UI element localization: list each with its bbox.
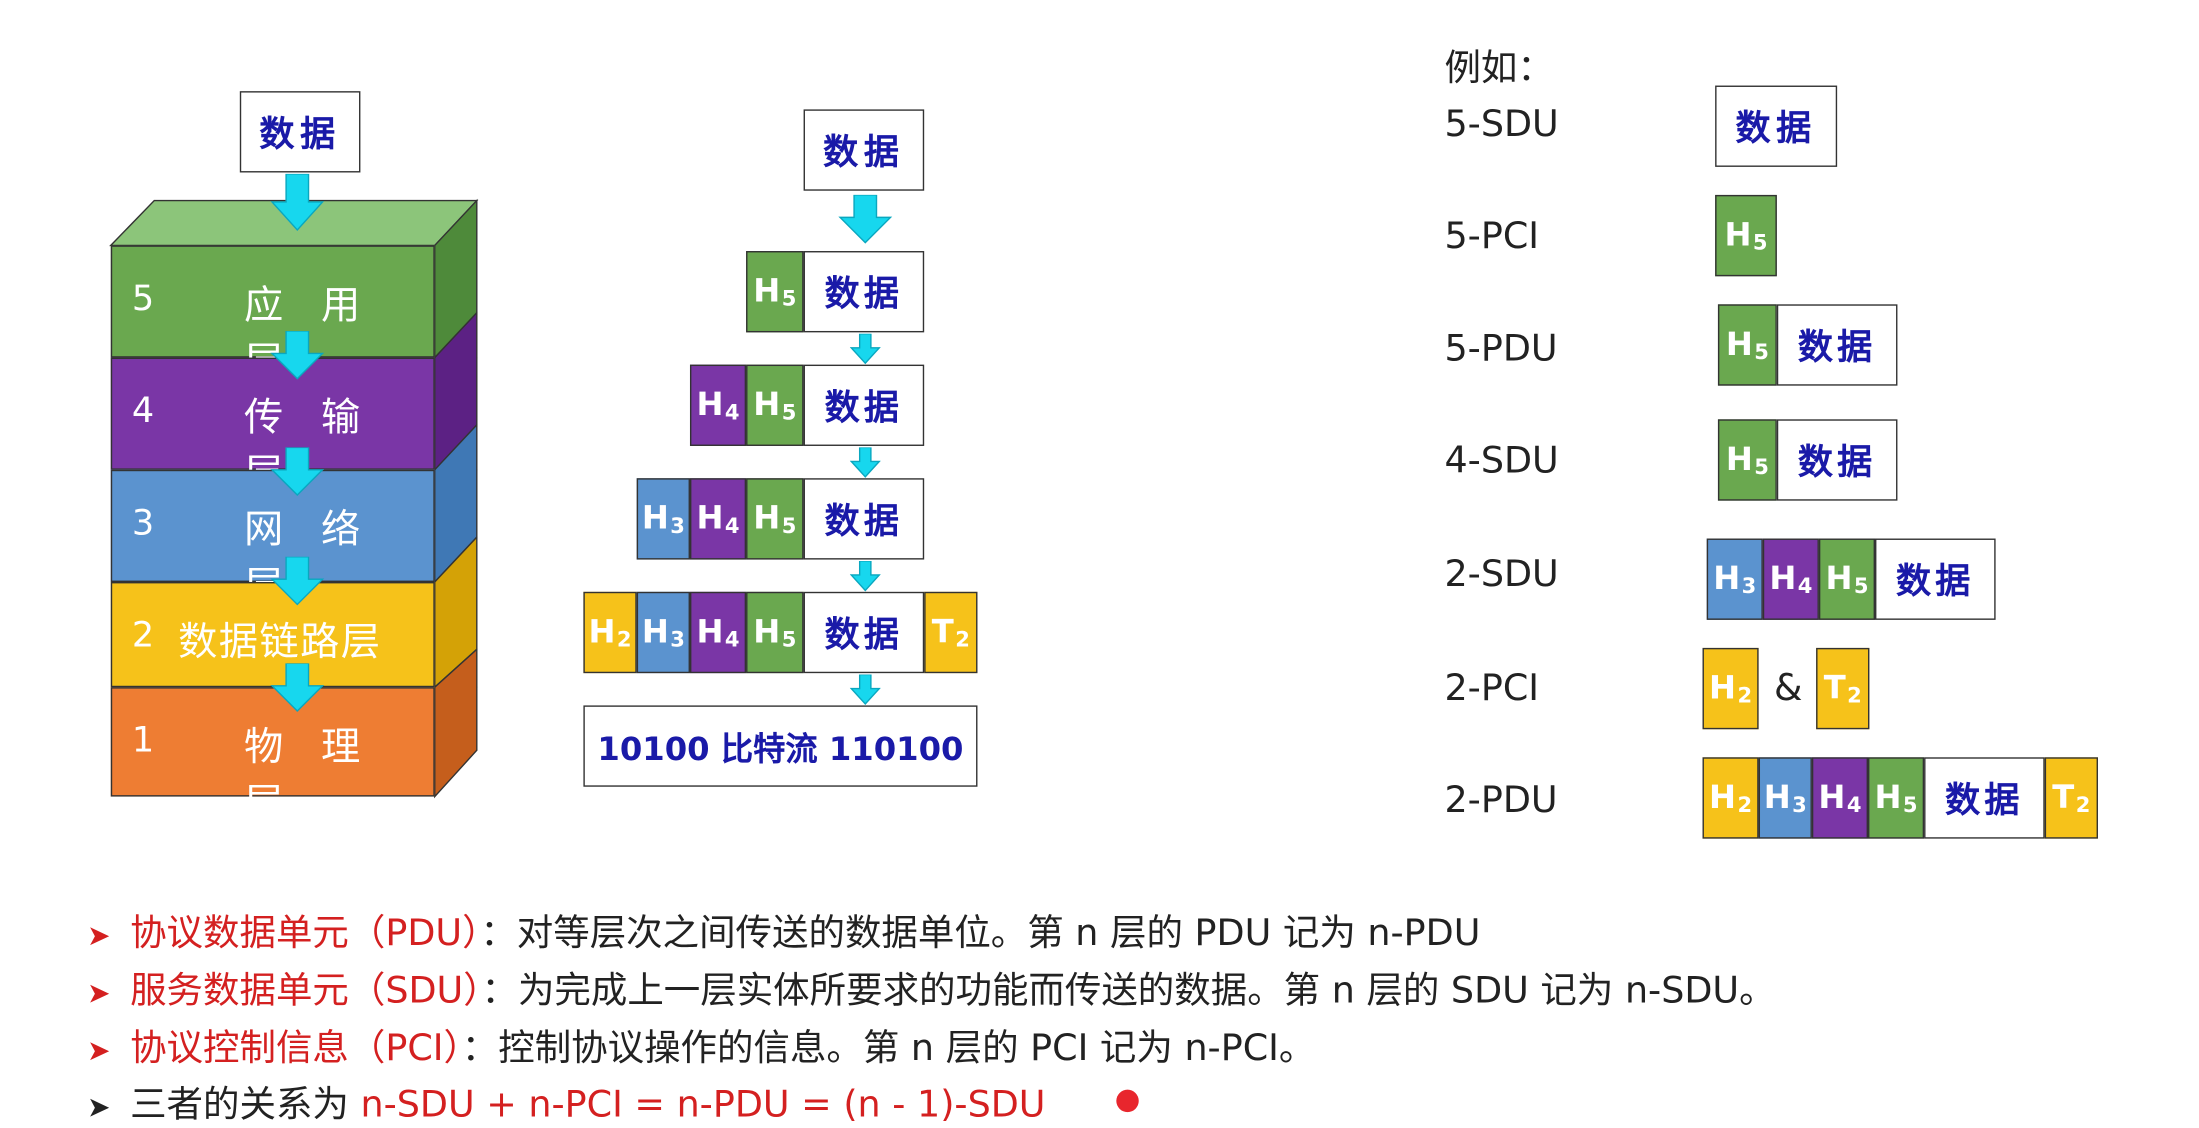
example-label-2-pdu: 2-PDU (1444, 779, 1558, 822)
encap-arrow-down-icon (838, 194, 893, 244)
stack-arrow-down-icon (270, 330, 325, 380)
layer-2-number: 2 (131, 614, 155, 655)
stack-arrow-down-icon (270, 556, 325, 606)
layer-2: 2 数据链路层 (110, 581, 435, 688)
note-pci: ➤ 协议控制信息（PCI）：控制协议操作的信息。第 n 层的 PCI 记为 n-P… (87, 1020, 1315, 1072)
note-relation: ➤ 三者的关系为 n-SDU + n-PCI = n-PDU = (n - 1)-… (87, 1076, 1046, 1128)
stack-arrow-down-icon (270, 447, 325, 497)
layer-1-name: 物 理 层 (244, 723, 373, 827)
example-label-5-pdu: 5-PDU (1444, 328, 1558, 371)
encap-row4-data: 数据 (803, 364, 925, 446)
pointer-dot (1116, 1089, 1139, 1113)
example-label-5-pci: 5-PCI (1444, 215, 1540, 259)
example-2-sdu-data: 数据 (1875, 538, 1996, 620)
layer-1: 1 物 理 层 (110, 687, 435, 826)
layer-4-number: 4 (131, 389, 155, 431)
encap-arrow-down-icon (849, 560, 881, 592)
example-title: 例如： (1444, 47, 1554, 90)
note-pci-text: ：控制协议操作的信息。第 n 层的 PCI 记为 n-PCI。 (461, 1027, 1316, 1071)
example-label-2-pci: 2-PCI (1444, 667, 1540, 710)
bullet-arrow-icon: ➤ (86, 976, 111, 1010)
bullet-arrow-icon: ➤ (86, 1089, 111, 1124)
example-label-4-sdu: 4-SDU (1444, 440, 1559, 483)
note-relation-formula: n-SDU + n-PCI = n-PDU = (n - 1)-SDU (360, 1084, 1046, 1127)
note-sdu-term: 服务数据单元（SDU） (130, 970, 482, 1013)
layer-1-number: 1 (131, 719, 155, 761)
note-sdu-text: ：为完成上一层实体所要求的功能而传送的数据。第 n 层的 SDU 记为 n-SD… (481, 970, 1776, 1013)
bullet-arrow-icon: ➤ (86, 1033, 111, 1068)
bullet-arrow-icon: ➤ (86, 918, 111, 953)
encap-row2-data: 数据 (803, 591, 925, 674)
layer-2-name: 数据链路层 (178, 618, 382, 665)
encap-arrow-down-icon (849, 447, 881, 478)
example-label-2-sdu: 2-SDU (1444, 553, 1559, 597)
encap-row3-data: 数据 (803, 478, 925, 560)
note-relation-prefix: 三者的关系为 (130, 1084, 361, 1127)
bitstream-box: 10100 比特流 110100 (583, 705, 978, 787)
stack-arrow-down-icon (270, 173, 325, 232)
note-pdu-text: ：对等层次之间传送的数据单位。第 n 层的 PDU 记为 n-PDU (480, 912, 1481, 956)
stack-arrow-down-icon (270, 663, 325, 713)
example-4-sdu-data: 数据 (1776, 419, 1898, 501)
example-5-sdu-data: 数据 (1715, 85, 1838, 167)
note-sdu: ➤ 服务数据单元（SDU）：为完成上一层实体所要求的功能而传送的数据。第 n 层的… (87, 962, 1776, 1014)
encap-arrow-down-icon (849, 333, 881, 365)
note-pdu: ➤ 协议数据单元（PDU）：对等层次之间传送的数据单位。第 n 层的 PDU 记为… (87, 905, 1480, 957)
encap-arrow-down-icon (849, 674, 881, 706)
layer-3-number: 3 (131, 502, 155, 543)
encap-data-box: 数据 (803, 109, 925, 191)
stack-data-box: 数据 (239, 91, 361, 173)
encap-row5-data: 数据 (803, 251, 925, 333)
example-5-pdu-data: 数据 (1776, 304, 1898, 386)
note-pci-term: 协议控制信息（PCI） (130, 1027, 462, 1071)
note-pdu-term: 协议数据单元（PDU） (130, 912, 481, 956)
layer-5-number: 5 (131, 277, 155, 319)
example-2-pdu-data: 数据 (1924, 757, 2045, 839)
layer-5: 5 应 用 层 (110, 245, 435, 384)
example-label-5-sdu: 5-SDU (1444, 103, 1559, 146)
example-2-pci-ampersand: & (1774, 667, 1803, 710)
